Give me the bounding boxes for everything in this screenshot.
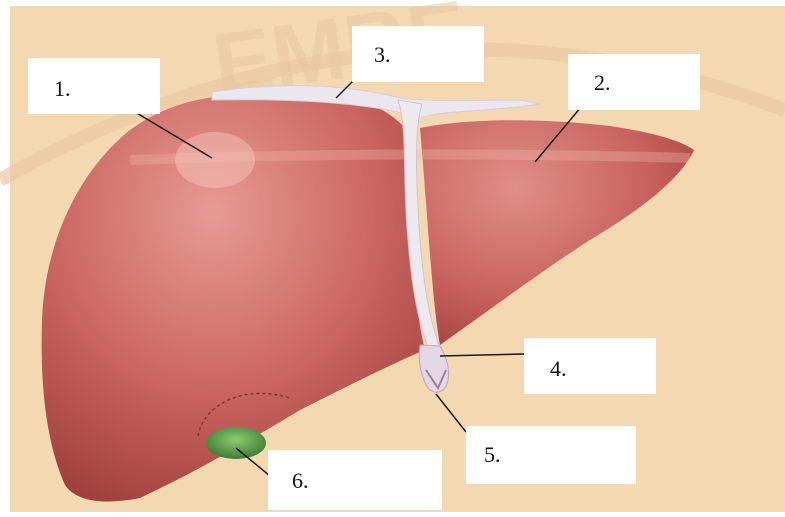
label-6: 6.: [268, 450, 442, 510]
gallbladder: [206, 427, 266, 459]
label-2: 2.: [568, 54, 700, 110]
label-3: 3.: [352, 26, 484, 82]
label-4: 4.: [524, 338, 656, 394]
label-1: 1.: [28, 58, 160, 114]
light-reflection: [175, 132, 255, 188]
label-5: 5.: [466, 426, 636, 484]
